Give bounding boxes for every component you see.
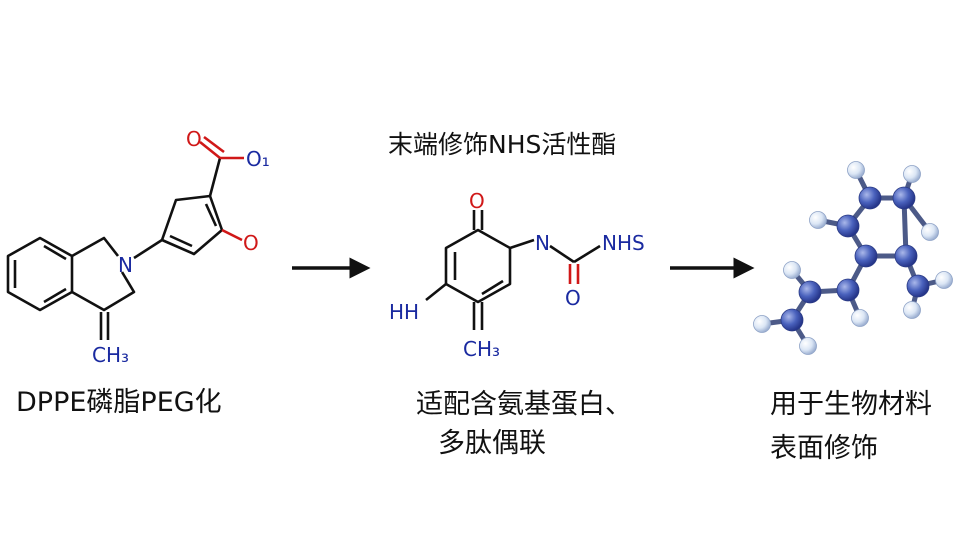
oxygen-label-amide: O: [565, 286, 581, 310]
step2-title: 末端修饰NHS活性酯: [388, 130, 617, 159]
methyl-label-2: CH₃: [463, 337, 500, 361]
step3-caption-line2: 表面修饰: [770, 433, 878, 464]
step2-caption-line1: 适配含氨基蛋白、: [416, 389, 632, 420]
nitrogen-label: N: [118, 253, 133, 277]
oxygen-label-quinone: O: [469, 189, 485, 213]
methyl-label: CH₃: [92, 343, 129, 367]
hh-label: HH: [389, 300, 419, 324]
step1-caption: DPPE磷脂PEG化: [16, 387, 222, 418]
molecule-1-structure: [6, 135, 244, 340]
nhs-label: NHS: [602, 231, 645, 255]
ball-and-stick-model: [753, 161, 953, 355]
oxygen-label-ring: O: [243, 231, 259, 255]
step2-caption-line2: 多肽偶联: [438, 428, 546, 459]
oxygen-label-carbonyl: O: [186, 127, 202, 151]
molecule-2-structure: [425, 210, 601, 330]
oxygen-label-ester: O₁: [246, 147, 270, 171]
nitrogen-label-amide: N: [535, 231, 550, 255]
step3-caption-line1: 用于生物材料: [770, 389, 932, 420]
